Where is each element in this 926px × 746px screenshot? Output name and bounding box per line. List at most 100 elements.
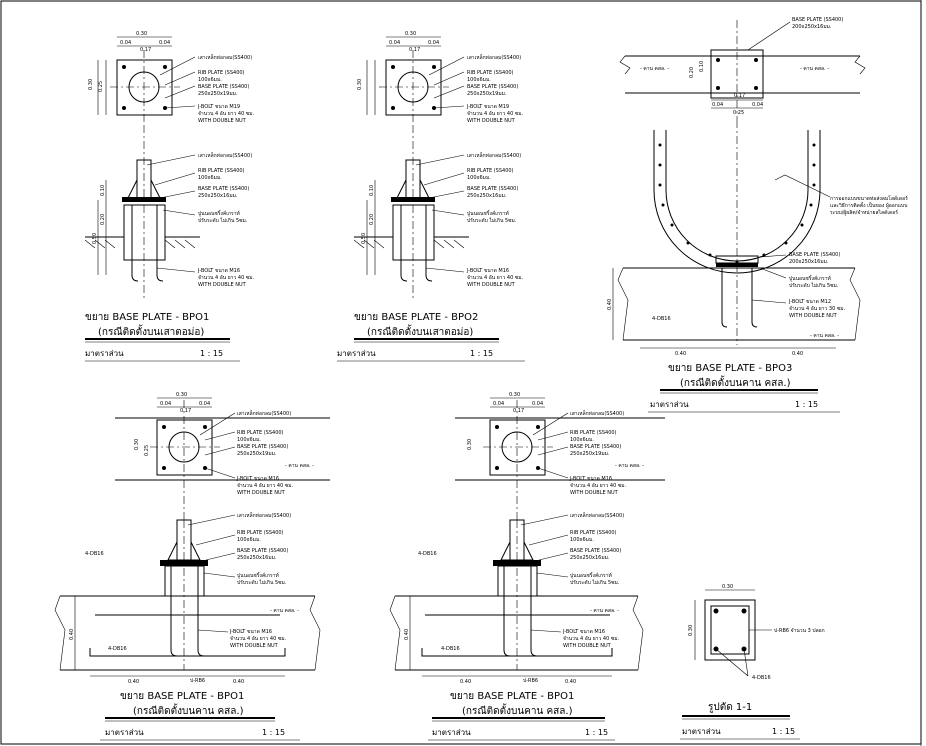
label: ปูนนอนชริ้งค์เกราท์ <box>467 208 509 217</box>
dim-label: 0.04 <box>493 401 504 407</box>
label: BASE PLATE (SS400) <box>237 548 288 554</box>
panel-bpo1-beam-a: 0.30 0.04 0.17 0.04 0.30 0.25 เสาเหล็กท่… <box>54 392 330 741</box>
base-plate-plan <box>489 419 546 476</box>
label: BASE PLATE (SS400) <box>198 84 249 90</box>
dim-label: 0.40 <box>565 679 576 685</box>
panel-title: รูปตัด 1-1 <box>708 702 752 713</box>
scale-label: มาตราส่วน <box>682 727 721 736</box>
label: - คาน คสล. - <box>800 66 829 72</box>
dim-label: 0.40 <box>233 679 244 685</box>
label: จำนวน 4 อัน ยาว 40 ซม. <box>563 636 620 642</box>
label: เสาเหล็กท่อกลม(SS400) <box>467 151 521 159</box>
duct-pipe <box>653 130 821 274</box>
base-plate-plan <box>116 59 173 116</box>
label: จำนวน 4 อัน ยาว 40 ซม. <box>237 483 294 489</box>
scale-value: 1 : 15 <box>772 727 795 736</box>
label: 100x6มม. <box>198 77 222 83</box>
label: WITH DOUBLE NUT <box>230 643 279 649</box>
label: 100x6มม. <box>198 175 222 181</box>
label: ป-RB6 <box>523 678 538 684</box>
label: ป-RB6 <box>190 678 205 684</box>
label: 100x6มม. <box>570 537 594 543</box>
label: 100x6มม. <box>237 537 261 543</box>
label: BASE PLATE (SS400) <box>570 444 621 450</box>
label: 100x6มม. <box>467 175 491 181</box>
dim-label: 0.40 <box>675 351 686 357</box>
label: WITH DOUBLE NUT <box>563 643 612 649</box>
dim-label: 0.30 <box>467 439 473 450</box>
label: 100x6มม. <box>570 437 594 443</box>
dim-label: 0.04 <box>389 40 400 46</box>
dim-label: 0.04 <box>428 40 439 46</box>
dim-label: 0.40 <box>607 299 613 310</box>
label: RIB PLATE (SS400) <box>237 530 284 536</box>
label: 250x250x16มม. <box>198 193 238 199</box>
panel-subtitle: (กรณีติดตั้งบนคาน คสล.) <box>680 375 791 389</box>
label: WITH DOUBLE NUT <box>570 490 619 496</box>
base-plate-plan <box>710 49 764 99</box>
dim-label: 0.04 <box>199 401 210 407</box>
label: J-BOLT ขนาด M19 <box>197 104 240 110</box>
panel-title: ขยาย BASE PLATE - BPO2 <box>354 312 478 323</box>
label: WITH DOUBLE NUT <box>198 118 247 124</box>
base-plate-plan <box>156 419 213 476</box>
label: RIB PLATE (SS400) <box>198 168 245 174</box>
scale-label: มาตราส่วน <box>650 400 689 409</box>
label: BASE PLATE (SS400) <box>237 444 288 450</box>
dim-label: 0.10 <box>699 61 705 72</box>
label: เสาเหล็กท่อกลม(SS400) <box>570 409 624 417</box>
panel-bpo1-column: 0.30 0.04 0.17 0.04 0.30 0.25 เสาเหล็กท่… <box>84 31 255 362</box>
dim-label: 0.30 <box>88 79 94 90</box>
scale-value: 1 : 15 <box>470 349 493 358</box>
scale-value: 1 : 15 <box>200 349 223 358</box>
label: 250x250x19มม. <box>570 451 610 457</box>
label: จำนวน 4 อัน ยาว 40 ซม. <box>570 483 627 489</box>
label: 250x250x19มม. <box>237 451 277 457</box>
dim-label: 0.04 <box>159 40 170 46</box>
label: 250x250x16มม. <box>570 555 610 561</box>
label: BASE PLATE (SS400) <box>792 17 843 23</box>
label: J-BOLT ขนาด M16 <box>236 476 279 482</box>
label: 4-DB16 <box>752 675 771 681</box>
label: RIB PLATE (SS400) <box>237 430 284 436</box>
panel-subtitle: (กรณีติดตั้งบนเสาตอม่อ) <box>98 324 204 338</box>
panel-section-1-1: 0.30 0.30 ป-RB6 จำนวน 3 ปลอก 4-DB16 รูปต… <box>680 584 825 740</box>
scale-label: มาตราส่วน <box>432 728 471 737</box>
label: จำนวน 4 อัน ยาว 40 ซม. <box>198 275 255 281</box>
label: ปรับระดับ ไม่เกิน 5ซม. <box>198 217 248 224</box>
label: 4-DB16 <box>441 646 460 652</box>
dim-label: 0.17 <box>180 408 191 414</box>
panel-bpo1-beam-b: 0.30 0.04 0.17 0.04 0.30 เสาเหล็กท่อกลม(… <box>389 392 665 741</box>
label: ปรับระดับ ไม่เกิน 5ซม. <box>237 579 287 586</box>
dim-label: 0.30 <box>134 439 140 450</box>
dim-label: 0.04 <box>532 401 543 407</box>
scale-label: มาตราส่วน <box>85 349 124 358</box>
label: จำนวน 4 อัน ยาว 30 ซม. <box>789 306 846 312</box>
panel-title: ขยาย BASE PLATE - BPO1 <box>120 691 244 702</box>
label: ปูนนอนชริ้งค์เกราท์ <box>198 208 240 217</box>
label: - คาน คสล. - <box>810 333 839 339</box>
dim-label: 0.20 <box>369 214 375 225</box>
dim-label: 0.17 <box>513 408 524 414</box>
scale-value: 1 : 15 <box>585 728 608 737</box>
dim-label: 0.04 <box>712 102 723 108</box>
dim-label: 0.30 <box>509 392 520 398</box>
label: RIB PLATE (SS400) <box>570 430 617 436</box>
label: ปูนนอนชริ้งค์เกราท์ <box>570 570 612 579</box>
pedestal <box>123 204 166 261</box>
label: - คาน คสล. - <box>285 463 314 469</box>
dim-label: 0.30 <box>136 31 147 37</box>
base-plate-elev <box>122 197 166 202</box>
label: J-BOLT ขนาด M16 <box>562 629 605 635</box>
label: J-BOLT ขนาด M12 <box>788 299 831 305</box>
label: RIB PLATE (SS400) <box>570 530 617 536</box>
label: จำนวน 4 อัน ยาว 40 ซม. <box>230 636 287 642</box>
dim-label: 0.30 <box>688 625 694 636</box>
label: เสาเหล็กท่อกลม(SS400) <box>237 511 291 519</box>
label: WITH DOUBLE NUT <box>467 118 516 124</box>
dim-label: 0.17 <box>140 47 151 53</box>
scale-label: มาตราส่วน <box>337 349 376 358</box>
label: WITH DOUBLE NUT <box>237 490 286 496</box>
label: 100x6มม. <box>237 437 261 443</box>
label: WITH DOUBLE NUT <box>789 313 838 319</box>
